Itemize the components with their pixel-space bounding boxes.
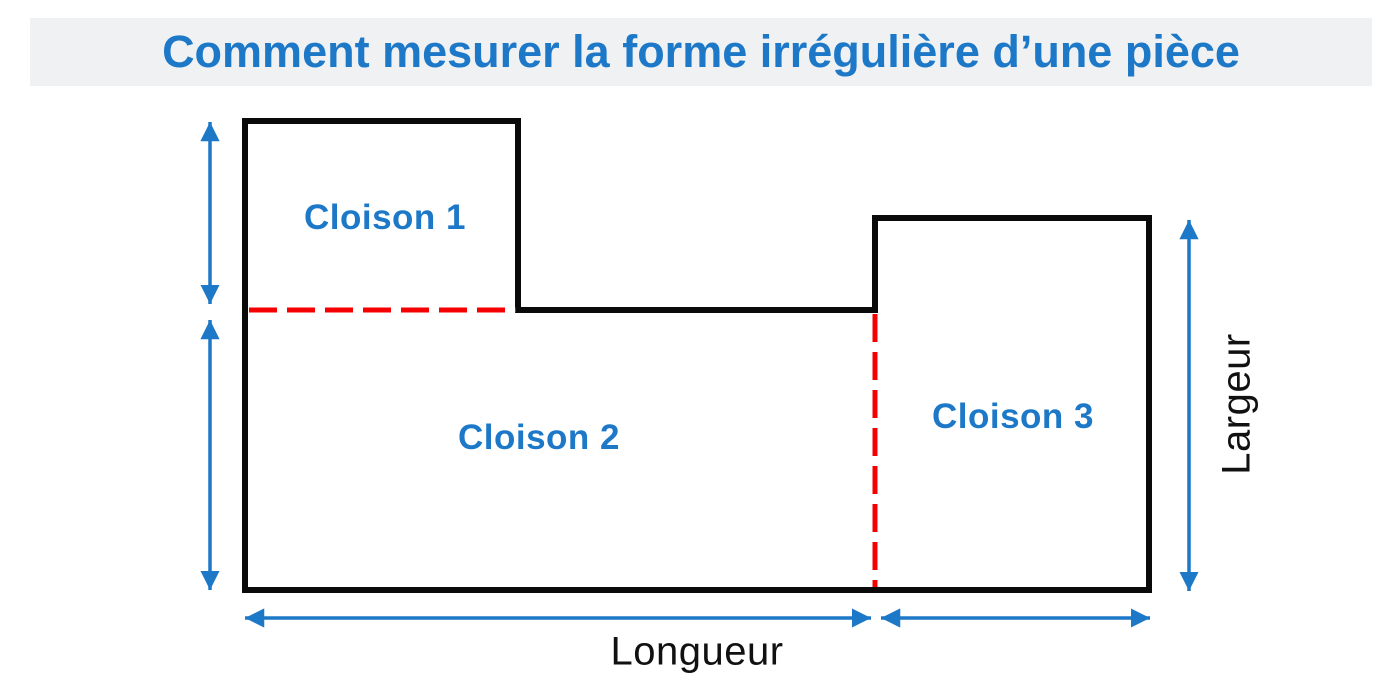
page-title: Comment mesurer la forme irrégulière d’u… xyxy=(162,26,1240,77)
largeur-label: Largeur xyxy=(1214,333,1259,475)
longueur-label: Longueur xyxy=(610,629,784,674)
cloison3-label: Cloison 3 xyxy=(931,397,1095,436)
cloison1-label: Cloison 1 xyxy=(303,198,467,237)
room-outline xyxy=(242,118,1152,593)
title-bar: Comment mesurer la forme irrégulière d’u… xyxy=(30,18,1372,86)
cloison2-label: Cloison 2 xyxy=(457,418,621,457)
